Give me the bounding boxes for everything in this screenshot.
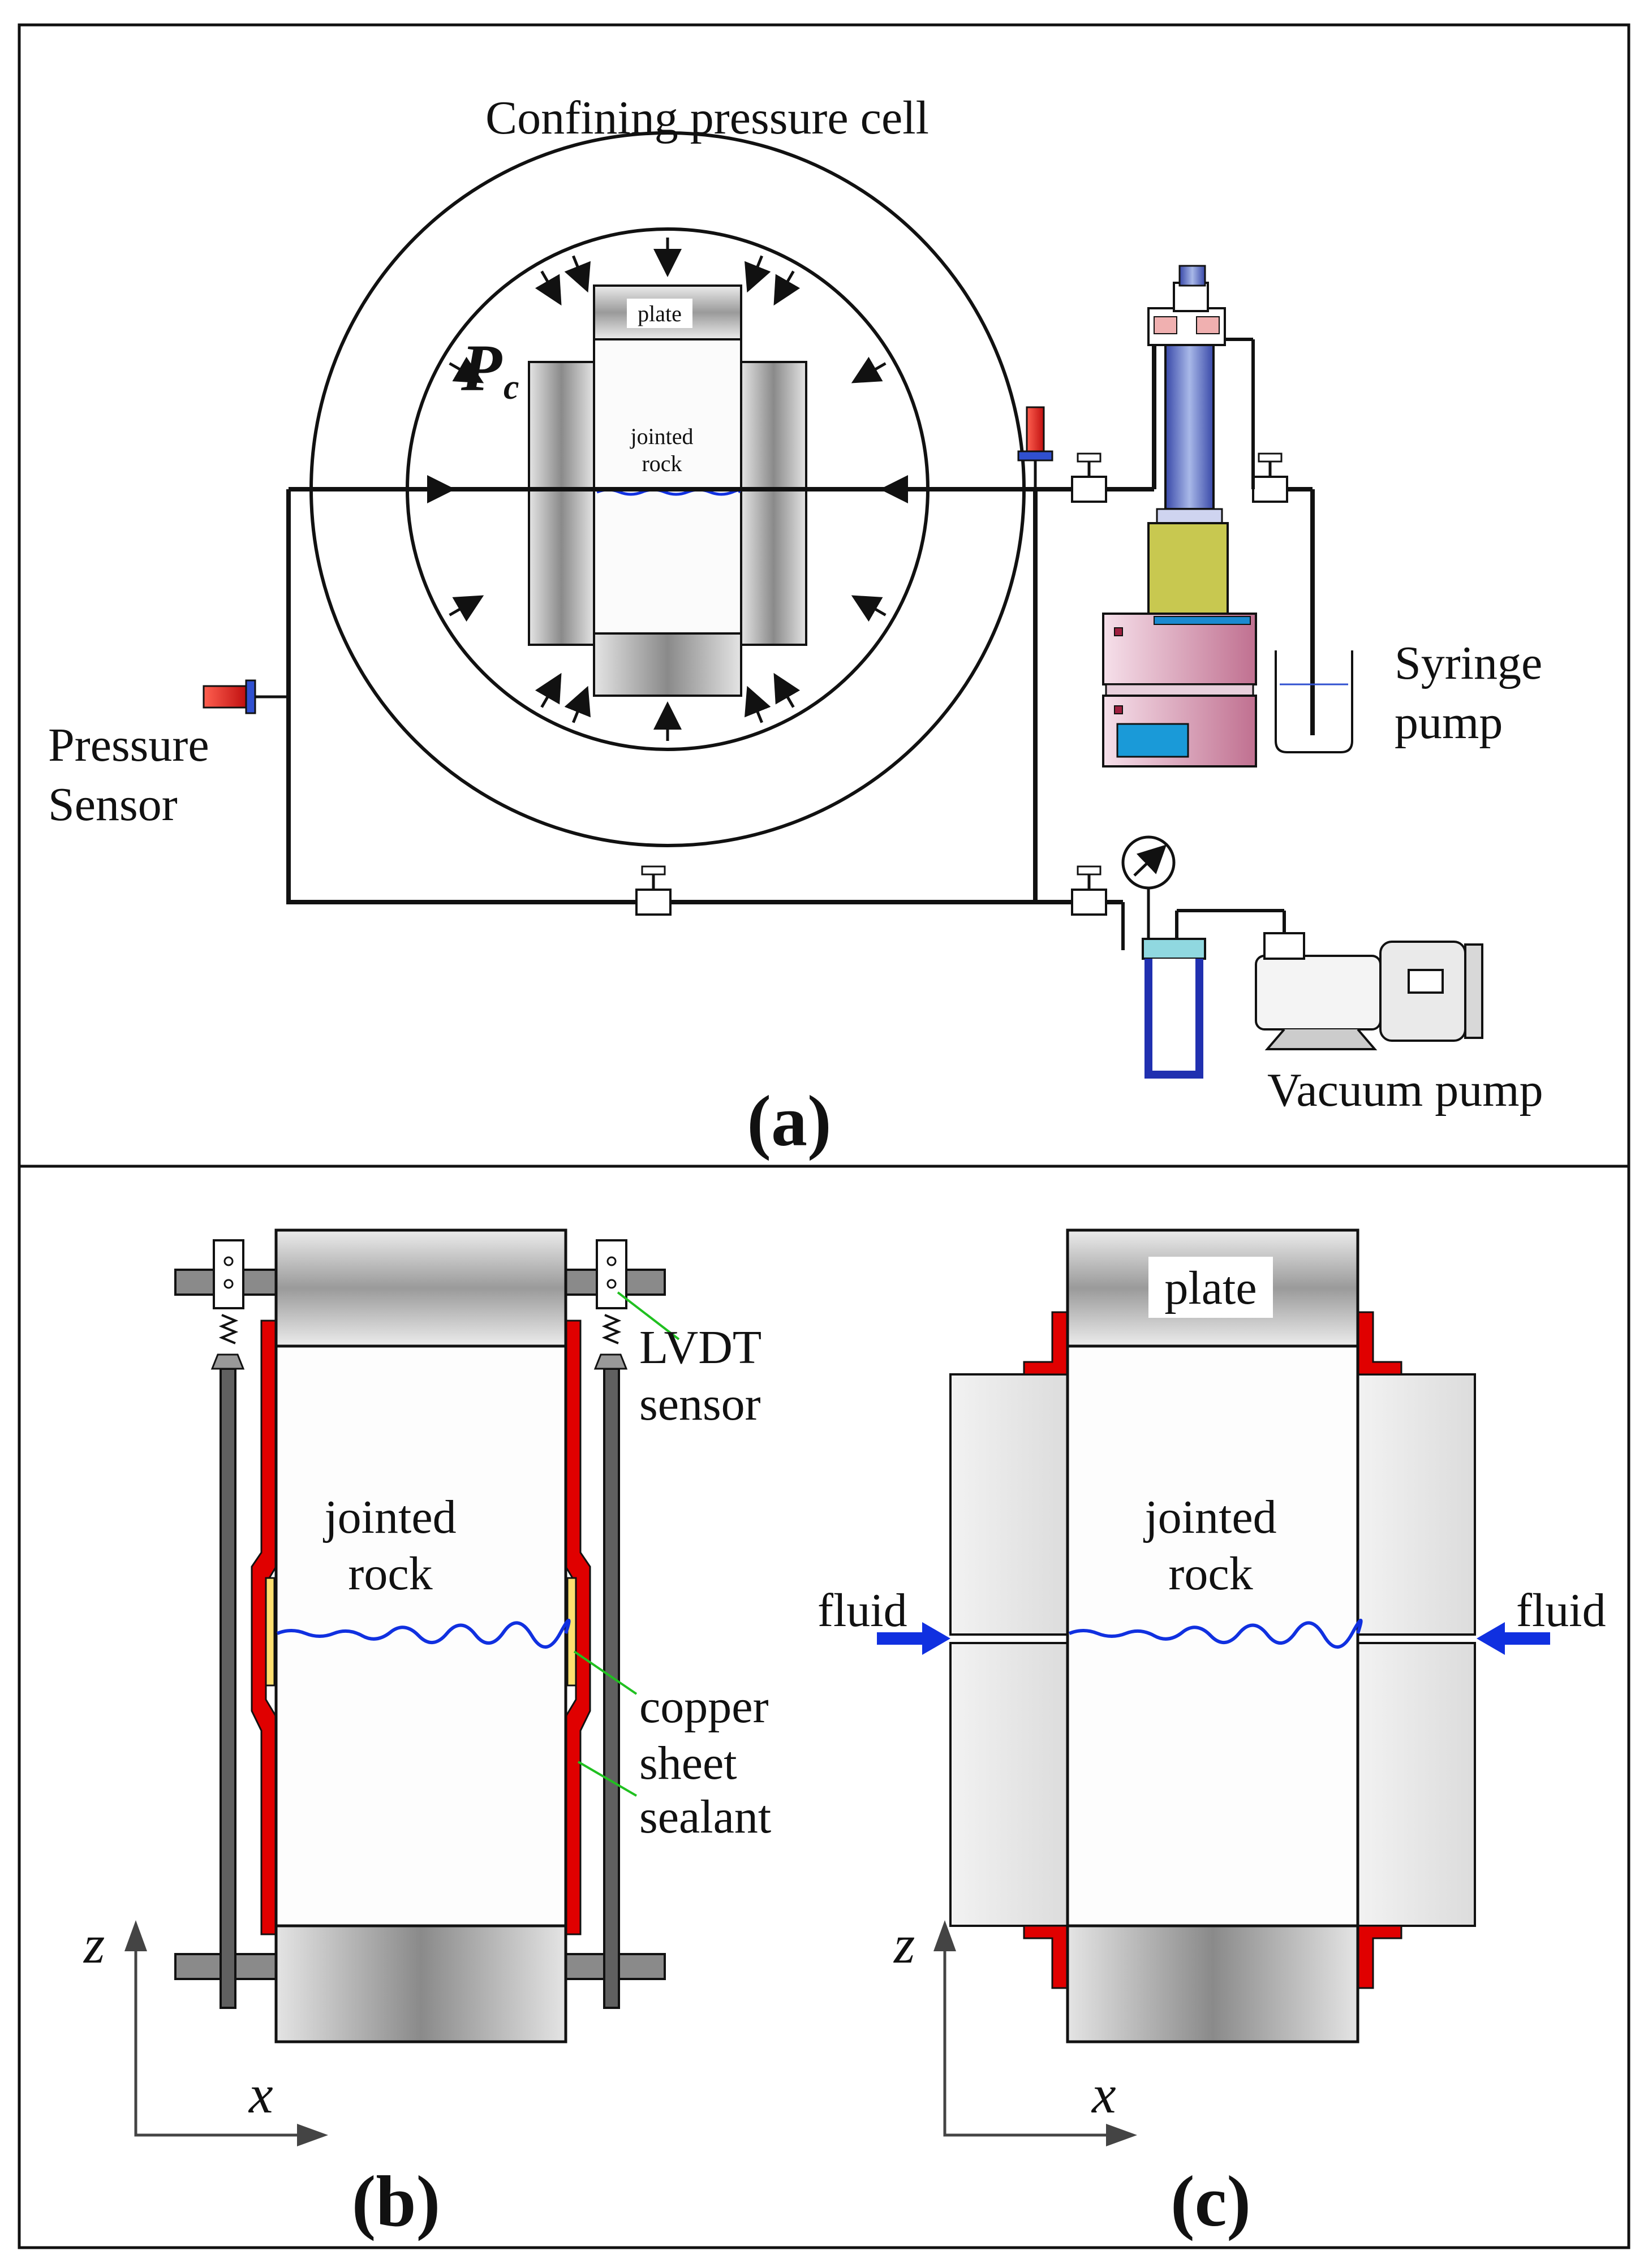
b-left-rod bbox=[220, 1368, 236, 2009]
c-axes bbox=[943, 1948, 1109, 2137]
c-bottom-plate bbox=[1066, 1924, 1359, 2043]
c-fluid-right-label: fluid bbox=[1516, 1584, 1606, 1637]
b-rock-label-line2: rock bbox=[348, 1547, 432, 1600]
panel-c: plate jointed rock fluid fluid z x (c) bbox=[817, 1228, 1606, 2241]
pressure-arrow bbox=[773, 270, 801, 306]
b-lvdt-leader bbox=[617, 1291, 680, 1340]
c-joint-line bbox=[1068, 1619, 1363, 1649]
pc-symbol: P bbox=[461, 331, 502, 405]
b-axes bbox=[134, 1948, 300, 2137]
vacuum-pump-label: Vacuum pump bbox=[1267, 1064, 1543, 1116]
b-top-plate bbox=[274, 1228, 567, 1348]
b-right-rod bbox=[603, 1368, 620, 2009]
c-right-block-lower-part bbox=[1357, 1642, 1476, 1927]
pressure-arrow bbox=[851, 595, 887, 622]
c-rock-label-line1: jointed bbox=[1143, 1491, 1276, 1543]
pressure-arrow bbox=[851, 356, 887, 383]
pressure-arrow bbox=[745, 255, 771, 293]
pressure-sensor-right-body bbox=[1026, 406, 1045, 452]
b-rock-label-line1: jointed bbox=[322, 1491, 456, 1543]
c-fluid-arrow-left-head bbox=[922, 1622, 950, 1655]
c-fluid-left-label: fluid bbox=[817, 1584, 907, 1637]
b-lvdt-label-line2: sensor bbox=[639, 1378, 761, 1430]
b-lvdt-right bbox=[593, 1239, 628, 1370]
rock-specimen bbox=[593, 338, 742, 635]
c-left-block-lower-part bbox=[949, 1642, 1069, 1927]
b-sealant-leader bbox=[577, 1761, 638, 1797]
b-bottom-plate bbox=[274, 1924, 567, 2043]
c-right-block-upper bbox=[1357, 1373, 1476, 1636]
panel-c-label: (c) bbox=[1171, 2161, 1251, 2241]
b-copper-leader bbox=[573, 1650, 638, 1695]
rock-label-line2: rock bbox=[642, 451, 682, 476]
left-platen bbox=[528, 361, 595, 646]
b-x-arrowhead bbox=[297, 2124, 328, 2146]
b-copper-sheet-right bbox=[566, 1577, 577, 1687]
c-sealant-top-left bbox=[1023, 1311, 1069, 1376]
c-z-arrowhead bbox=[933, 1920, 956, 1951]
plate-label-box bbox=[627, 299, 692, 328]
c-left-block-upper bbox=[949, 1373, 1069, 1636]
c-axis-x: x bbox=[1091, 2064, 1116, 2124]
c-sealant-top-right bbox=[1357, 1311, 1402, 1376]
pressure-sensor-label-line2: Sensor bbox=[48, 778, 178, 831]
panel-a-label: (a) bbox=[747, 1081, 831, 1161]
vacuum-system bbox=[1106, 835, 1483, 1079]
c-rock-label-line2: rock bbox=[1168, 1547, 1253, 1600]
valve-syringe-inlet bbox=[1071, 452, 1107, 503]
syringe-pump-label-line1: Syringe bbox=[1395, 637, 1542, 689]
b-lvdt-label-line1: LVDT bbox=[639, 1321, 761, 1374]
pressure-sensor-right-cap bbox=[1017, 450, 1053, 462]
pressure-arrow bbox=[449, 595, 484, 622]
panel-b: jointed rock LVDT sensor copper sheet se… bbox=[83, 1228, 771, 2241]
b-axis-x: x bbox=[248, 2064, 273, 2124]
panel-a: Confining pressure cell plate jointed ro… bbox=[48, 92, 1543, 1161]
joint-line bbox=[596, 488, 742, 496]
syringe-pump bbox=[1102, 265, 1353, 768]
syringe-pump-label-line2: pump bbox=[1395, 696, 1503, 749]
b-copper-label-line1: copper bbox=[639, 1680, 769, 1733]
plate-label: plate bbox=[638, 301, 682, 326]
c-x-arrowhead bbox=[1106, 2124, 1137, 2146]
b-copper-sheet-left bbox=[265, 1577, 276, 1687]
rock-label-line1: jointed bbox=[629, 424, 693, 449]
pressure-sensor-left-cap bbox=[245, 679, 256, 714]
c-sealant-bottom-right bbox=[1357, 1925, 1402, 1989]
c-sealant-bottom-left bbox=[1023, 1925, 1069, 1989]
valve-vacuum bbox=[1071, 865, 1107, 916]
b-copper-label-line2: sheet bbox=[639, 1737, 737, 1790]
c-plate-label-box bbox=[1148, 1257, 1273, 1318]
pressure-arrow bbox=[564, 255, 591, 293]
pressure-arrow bbox=[449, 356, 484, 383]
valve-bottom-loop bbox=[635, 865, 672, 916]
valve-syringe-outlet bbox=[1252, 452, 1288, 503]
c-fluid-arrow-right-head bbox=[1477, 1622, 1505, 1655]
c-plate-label: plate bbox=[1164, 1262, 1257, 1314]
pc-subscript: c bbox=[504, 368, 519, 407]
pressure-sensor-label-line1: Pressure bbox=[48, 719, 209, 771]
right-platen bbox=[740, 361, 807, 646]
pressure-sensor-left-body bbox=[203, 685, 247, 709]
b-lvdt-left bbox=[210, 1239, 245, 1370]
pressure-arrow bbox=[535, 270, 562, 306]
pressure-arrow bbox=[773, 672, 801, 708]
pressure-arrow bbox=[535, 672, 562, 708]
b-joint-line bbox=[276, 1619, 571, 1649]
c-axis-z: z bbox=[893, 1914, 915, 1974]
pressure-arrow bbox=[745, 685, 771, 723]
panel-b-label: (b) bbox=[352, 2161, 440, 2241]
panel-bc-frame bbox=[18, 1165, 1630, 2249]
b-sealant-label: sealant bbox=[639, 1791, 771, 1843]
bottom-plate bbox=[593, 632, 742, 697]
pressure-arrow bbox=[564, 685, 591, 723]
b-axis-z: z bbox=[83, 1914, 105, 1974]
b-z-arrowhead bbox=[124, 1920, 147, 1951]
